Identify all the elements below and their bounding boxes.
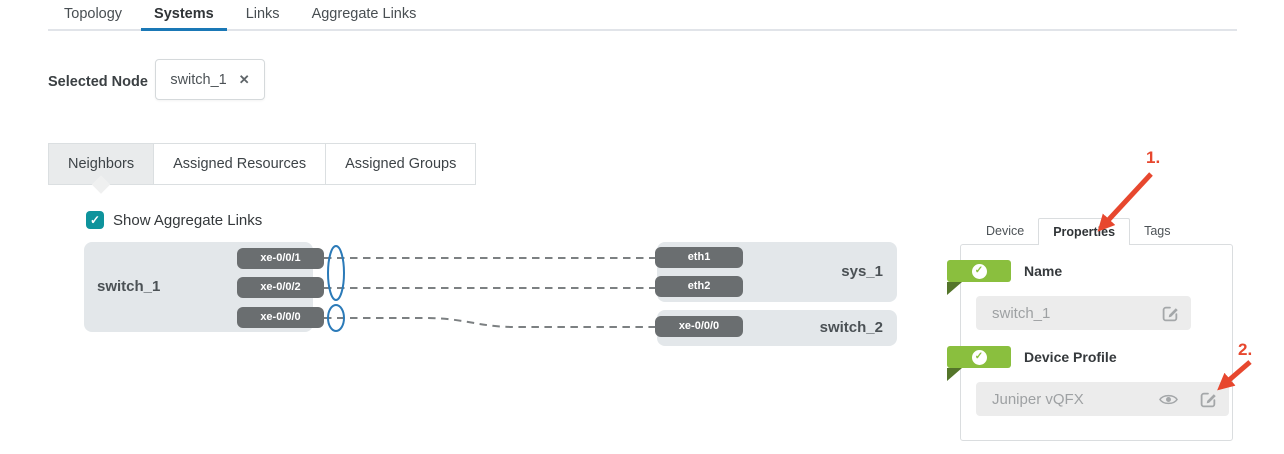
- property-label-name: Name: [1024, 263, 1063, 279]
- node-details-panel: Device Properties Tags ✓ Name switch_1 ✓…: [947, 218, 1233, 441]
- name-field: switch_1: [976, 296, 1191, 330]
- aggregate-link-indicator: [327, 245, 345, 301]
- selected-node-label: Selected Node: [48, 74, 148, 90]
- tab-assigned-resources[interactable]: Assigned Resources: [153, 143, 327, 185]
- tab-tags[interactable]: Tags: [1144, 224, 1171, 238]
- header-tab-bar: Topology Systems Links Aggregate Links: [48, 0, 1237, 31]
- node-sys-1-label: sys_1: [841, 263, 883, 280]
- view-tab-bar: Neighbors Assigned Resources Assigned Gr…: [48, 143, 477, 185]
- valid-check-icon: ✓: [971, 349, 987, 365]
- device-profile-field: Juniper vQFX: [976, 382, 1229, 416]
- node-switch-2-label: switch_2: [819, 319, 883, 336]
- tab-systems[interactable]: Systems: [138, 0, 230, 31]
- tab-assigned-groups[interactable]: Assigned Groups: [325, 143, 477, 185]
- properties-body: ✓ Name switch_1 ✓ Device Profile Juniper…: [947, 244, 1233, 441]
- edit-name-button[interactable]: [1162, 305, 1179, 322]
- tab-links[interactable]: Links: [245, 6, 280, 22]
- selected-node-value: switch_1: [170, 71, 227, 88]
- port-sys1-eth2[interactable]: eth2: [655, 276, 743, 297]
- edit-icon: [1200, 392, 1216, 407]
- edit-device-profile-button[interactable]: [1200, 391, 1217, 408]
- link-xe000-switch2: [324, 317, 656, 328]
- details-tab-bar: Device Properties Tags: [960, 218, 1233, 245]
- view-device-profile-button[interactable]: [1159, 393, 1178, 406]
- show-aggregate-links-toggle: ✓ Show Aggregate Links: [86, 211, 262, 229]
- tab-device[interactable]: Device: [986, 224, 1025, 238]
- device-profile-value: Juniper vQFX: [992, 390, 1084, 408]
- aggregate-links-label: Show Aggregate Links: [113, 211, 263, 229]
- remove-node-icon[interactable]: ✕: [238, 72, 250, 87]
- selected-node-chip: switch_1 ✕: [155, 59, 265, 100]
- port-switch2-xe-0-0-0[interactable]: xe-0/0/0: [655, 316, 743, 337]
- name-value: switch_1: [992, 304, 1051, 322]
- single-link-indicator: [327, 304, 345, 332]
- annotation-step-1: 1.: [1146, 148, 1161, 167]
- annotation-step-2: 2.: [1238, 340, 1253, 359]
- edit-icon: [1162, 306, 1178, 321]
- port-sys1-eth1[interactable]: eth1: [655, 247, 743, 268]
- tab-neighbors[interactable]: Neighbors: [48, 143, 155, 185]
- port-switch1-xe-0-0-0[interactable]: xe-0/0/0: [237, 307, 324, 328]
- port-switch1-xe-0-0-2[interactable]: xe-0/0/2: [237, 277, 324, 298]
- node-switch-1-label: switch_1: [97, 278, 161, 295]
- status-ribbon-device-profile: ✓: [947, 346, 1011, 381]
- valid-check-icon: ✓: [971, 263, 987, 279]
- eye-icon: [1159, 394, 1178, 404]
- check-icon: ✓: [89, 213, 101, 227]
- tab-topology[interactable]: Topology: [64, 6, 123, 22]
- status-ribbon-name: ✓: [947, 260, 1011, 295]
- aggregate-links-checkbox[interactable]: ✓: [86, 211, 104, 229]
- property-label-device-profile: Device Profile: [1024, 349, 1117, 365]
- tab-properties[interactable]: Properties: [1038, 218, 1131, 245]
- tab-aggregate-links[interactable]: Aggregate Links: [311, 6, 417, 22]
- port-switch1-xe-0-0-1[interactable]: xe-0/0/1: [237, 248, 324, 269]
